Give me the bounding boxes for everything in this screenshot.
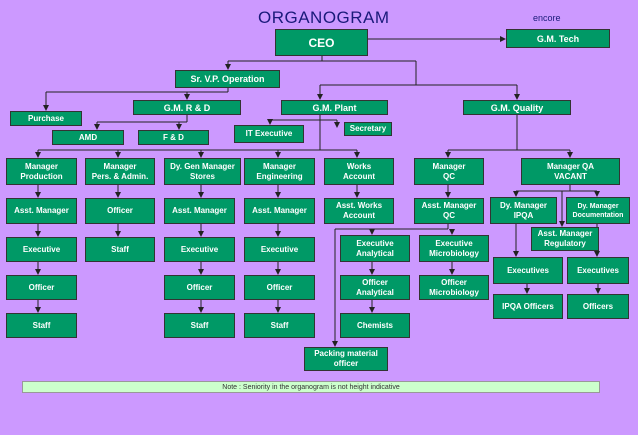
node-staff-engineering[interactable]: Staff bbox=[244, 313, 315, 338]
node-executives-ipqa[interactable]: Executives bbox=[493, 257, 563, 284]
node-officer-microbiology[interactable]: Officer Microbiology bbox=[419, 275, 489, 300]
node-officer-stores[interactable]: Officer bbox=[164, 275, 235, 300]
node-manager-engineering[interactable]: Manager Engineering bbox=[244, 158, 315, 185]
node-executives-documentation[interactable]: Executives bbox=[567, 257, 629, 284]
node-officer-production[interactable]: Officer bbox=[6, 275, 77, 300]
node-gm-tech[interactable]: G.M. Tech bbox=[506, 29, 610, 48]
node-asst-manager-regulatory[interactable]: Asst. Manager Regulatory bbox=[531, 227, 599, 251]
node-manager-production[interactable]: Manager Production bbox=[6, 158, 77, 185]
node-officers-documentation[interactable]: Officers bbox=[567, 294, 629, 319]
node-officer-pers[interactable]: Officer bbox=[85, 198, 155, 224]
node-asst-works-account[interactable]: Asst. Works Account bbox=[324, 198, 394, 224]
node-gm-plant[interactable]: G.M. Plant bbox=[281, 100, 388, 115]
node-officer-analytical[interactable]: Officer Analytical bbox=[340, 275, 410, 300]
node-asst-manager-stores[interactable]: Asst. Manager bbox=[164, 198, 235, 224]
footnote: Note : Seniority in the organogram is no… bbox=[22, 381, 600, 393]
page-title: ORGANOGRAM bbox=[258, 8, 390, 27]
node-dy-manager-ipqa[interactable]: Dy. Manager IPQA bbox=[490, 197, 557, 224]
node-asst-manager-qc[interactable]: Asst. Manager QC bbox=[414, 198, 484, 224]
node-officer-engineering[interactable]: Officer bbox=[244, 275, 315, 300]
node-executive-production[interactable]: Executive bbox=[6, 237, 77, 262]
node-works-account[interactable]: Works Account bbox=[324, 158, 394, 185]
node-ipqa-officers[interactable]: IPQA Officers bbox=[493, 294, 563, 319]
node-executive-stores[interactable]: Executive bbox=[164, 237, 235, 262]
node-executive-microbiology[interactable]: Executive Microbiology bbox=[419, 235, 489, 262]
node-dy-manager-documentation[interactable]: Dy. Manager Documentation bbox=[566, 197, 630, 224]
node-fd[interactable]: F & D bbox=[138, 130, 209, 145]
node-manager-qa[interactable]: Manager QA VACANT bbox=[521, 158, 620, 185]
node-it-executive[interactable]: IT Executive bbox=[234, 125, 304, 143]
node-manager-pers-admin[interactable]: Manager Pers. & Admin. bbox=[85, 158, 155, 185]
node-asst-manager-engineering[interactable]: Asst. Manager bbox=[244, 198, 315, 224]
node-chemists[interactable]: Chemists bbox=[340, 313, 410, 338]
node-staff-production[interactable]: Staff bbox=[6, 313, 77, 338]
node-executive-engineering[interactable]: Executive bbox=[244, 237, 315, 262]
node-sr-vp-operation[interactable]: Sr. V.P. Operation bbox=[175, 70, 280, 88]
node-ceo[interactable]: CEO bbox=[275, 29, 368, 56]
node-amd[interactable]: AMD bbox=[52, 130, 124, 145]
node-dy-gm-stores[interactable]: Dy. Gen Manager Stores bbox=[164, 158, 241, 185]
node-gm-rd[interactable]: G.M. R & D bbox=[133, 100, 241, 115]
node-asst-manager-production[interactable]: Asst. Manager bbox=[6, 198, 77, 224]
node-gm-quality[interactable]: G.M. Quality bbox=[463, 100, 571, 115]
node-purchase[interactable]: Purchase bbox=[10, 111, 82, 126]
node-secretary[interactable]: Secretary bbox=[344, 122, 392, 136]
node-manager-qc[interactable]: Manager QC bbox=[414, 158, 484, 185]
node-packing-material-officer[interactable]: Packing material officer bbox=[304, 347, 388, 371]
encore-label: encore bbox=[533, 13, 561, 23]
node-staff-pers[interactable]: Staff bbox=[85, 237, 155, 262]
node-executive-analytical[interactable]: Executive Analytical bbox=[340, 235, 410, 262]
node-staff-stores[interactable]: Staff bbox=[164, 313, 235, 338]
